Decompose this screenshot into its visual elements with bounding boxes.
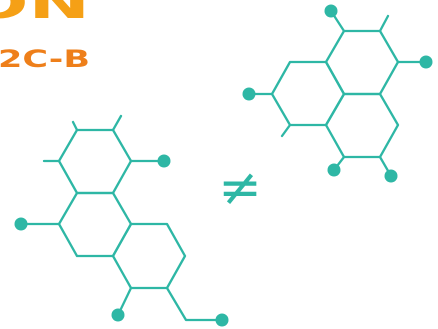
page-subtitle-partial: 2C-B	[0, 45, 90, 73]
left-ring-top	[57, 128, 133, 195]
right-atom-bottom-left	[327, 163, 341, 177]
left-atom-chain-end	[215, 313, 229, 327]
left-atom-right	[157, 154, 171, 168]
right-molecule-structure	[247, 9, 428, 178]
right-bond-top-right	[378, 14, 390, 33]
left-molecule-structure	[19, 114, 224, 322]
right-atom-top	[324, 4, 338, 18]
right-atom-left	[242, 87, 256, 101]
right-molecule-atoms	[242, 4, 433, 183]
left-ring-bottom	[111, 222, 187, 290]
right-bond-left-lower	[280, 123, 292, 138]
right-ring-bottom	[324, 92, 400, 159]
page-title-partial: ON	[0, 0, 90, 29]
right-atom-right	[419, 55, 433, 69]
left-atom-left	[14, 217, 28, 231]
right-atom-bottom-right	[384, 169, 398, 183]
left-bond-top-b	[111, 114, 123, 132]
right-ring-top-left	[270, 60, 346, 127]
not-equal-symbol: ≠	[218, 158, 262, 218]
right-ring-top-right	[324, 29, 400, 96]
left-bond-top-a	[71, 120, 79, 132]
left-atom-bottom	[111, 308, 125, 322]
left-bond-bottom-chain	[165, 286, 224, 322]
left-ring-middle	[57, 191, 133, 258]
left-molecule-atoms	[14, 154, 229, 327]
